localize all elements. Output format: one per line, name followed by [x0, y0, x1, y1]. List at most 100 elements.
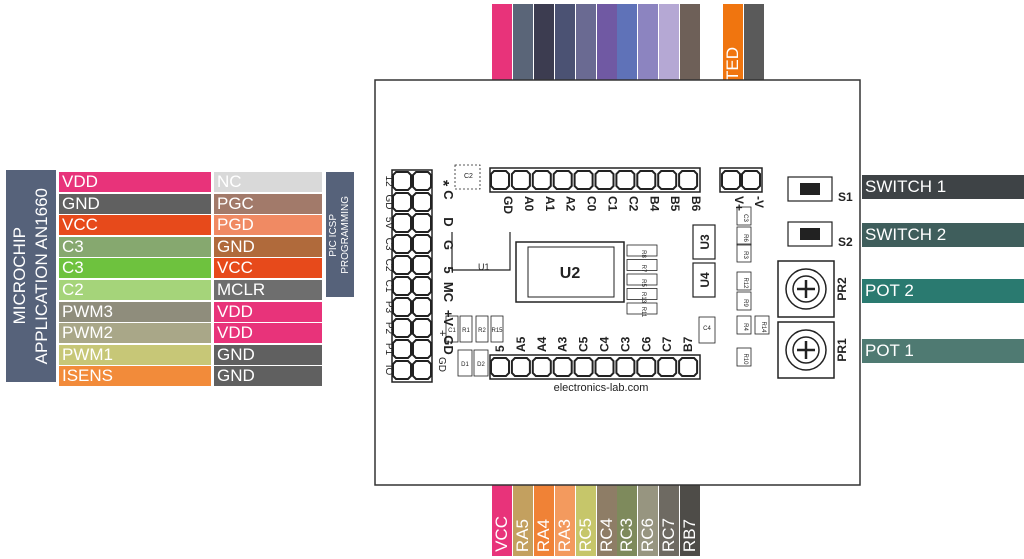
power-header-pin: [741, 170, 761, 190]
u1-outline: [451, 232, 511, 271]
bottom-header-label: C3: [618, 336, 632, 352]
bottom-header-pin: [678, 357, 699, 377]
left-pin-label-4: C3: [59, 258, 211, 279]
left-header-inner-label: D: [441, 217, 456, 226]
left-pin-function-4: VCC: [214, 258, 322, 279]
bottom-header-label: C6: [639, 336, 653, 352]
small-component: [445, 315, 459, 343]
left-pin-label-2: VCC: [59, 215, 211, 236]
left-gd-mark: GD: [436, 357, 447, 372]
left-header-pin: [392, 318, 412, 338]
top-header-label: A0: [522, 196, 536, 212]
top-header-label: C2: [626, 196, 640, 212]
bottom-header-pin: [657, 357, 678, 377]
left-plus-mark: +: [436, 330, 448, 336]
left-header-pin: [392, 297, 412, 317]
left-pin-function-2: PGD: [214, 215, 322, 236]
left-header-outline: [391, 169, 433, 383]
left-pin-label-7: PWM2: [59, 323, 211, 344]
resistor-right: [754, 315, 770, 335]
resistor: [626, 273, 658, 286]
top-header-pin: [615, 170, 636, 190]
bottom-header-pin: [490, 357, 510, 377]
bottom-header-label: C5: [577, 336, 591, 352]
u2-label: U2: [560, 265, 581, 282]
u3-body: [692, 224, 716, 260]
resistor-right-label: R9: [742, 299, 748, 307]
u3-label: U3: [698, 234, 712, 250]
switch-s1-button: [800, 183, 820, 195]
icsp-label-box: PIC ICSP PROGRAMMING: [326, 172, 354, 297]
resistor-right-label: C3: [742, 214, 748, 222]
left-header-inner-label: MC: [441, 282, 456, 303]
left-header-pin: [412, 276, 432, 296]
top-header-pin: [657, 170, 678, 190]
left-header-pin: [392, 213, 412, 233]
bottom-header-label: 5: [493, 345, 507, 352]
left-header-label: P2: [383, 322, 394, 335]
left-header-pin: [412, 213, 432, 233]
top-header-pin: [678, 170, 699, 190]
bottom-header-pin: [636, 357, 657, 377]
left-header-label: C2: [383, 259, 394, 272]
left-header-pin: [412, 360, 432, 380]
bottom-header-label: B7: [681, 336, 695, 352]
resistor: [626, 302, 658, 315]
small-component: [475, 315, 489, 343]
left-title-box: MICROCHIP APPLICATION AN1660: [6, 170, 56, 382]
resistor-label: R7: [640, 265, 646, 273]
left-pin-label-1: GND: [59, 193, 211, 214]
small-component-label: R15: [491, 328, 503, 334]
left-header-label: 12: [383, 175, 394, 187]
resistor: [626, 288, 658, 300]
top-header-label: GD: [501, 196, 515, 214]
bottom-header-label: A5: [514, 336, 528, 352]
resistor-right: [736, 271, 752, 291]
resistor: [626, 244, 658, 257]
small-component-label: R1: [462, 328, 470, 334]
resistor-right-label: R6: [742, 234, 748, 242]
top-header-label: B4: [647, 196, 661, 212]
bottom-header-pin: [573, 357, 594, 377]
left-pin-function-9: GND: [214, 366, 322, 387]
left-header-pin: [392, 255, 412, 275]
resistor-right: [736, 226, 752, 246]
right-label-0: SWITCH 1: [862, 175, 1024, 199]
switch-s2-button: [800, 228, 820, 240]
top-header-pin: [573, 170, 594, 190]
small-component: [459, 315, 473, 343]
left-pin-label-9: ISENS: [59, 366, 211, 387]
left-pin-label-8: PWM1: [59, 344, 211, 365]
resistor-right: [736, 243, 752, 263]
small-component-label: R2: [478, 328, 486, 334]
power-label-vplus: V+: [732, 196, 746, 211]
top-header-label: B6: [689, 196, 703, 212]
top-header-pin: [636, 170, 657, 190]
small-component-label: C1: [448, 328, 456, 334]
left-header-pin: [392, 360, 412, 380]
bottom-header-label: A3: [556, 336, 570, 352]
resistor-label: R11: [640, 307, 646, 318]
resistor-right: [736, 291, 752, 311]
cap-c2: [454, 164, 481, 190]
right-label-3: POT 1: [862, 339, 1024, 363]
resistor-right-label: R4: [742, 323, 748, 331]
diode-label: D2: [477, 362, 485, 368]
resistor-label: R8: [640, 250, 646, 258]
left-pin-function-7: VDD: [214, 323, 322, 344]
small-component: [490, 315, 504, 343]
power-header-outline: [719, 167, 763, 193]
left-header-label: P3: [383, 301, 394, 314]
resistor-label: R5: [640, 279, 646, 287]
left-pin-function-1: PGC: [214, 193, 322, 214]
top-header-pin: [531, 170, 552, 190]
u1-label: U1: [478, 262, 490, 272]
left-header-label: GD: [383, 195, 394, 210]
left-header-label: C3: [383, 238, 394, 251]
left-header-pin: [392, 234, 412, 254]
top-header-pin: [552, 170, 573, 190]
top-header-label: C1: [606, 196, 620, 212]
bottom-header-pin: [510, 357, 531, 377]
pot-pr1-cross: [797, 341, 815, 359]
